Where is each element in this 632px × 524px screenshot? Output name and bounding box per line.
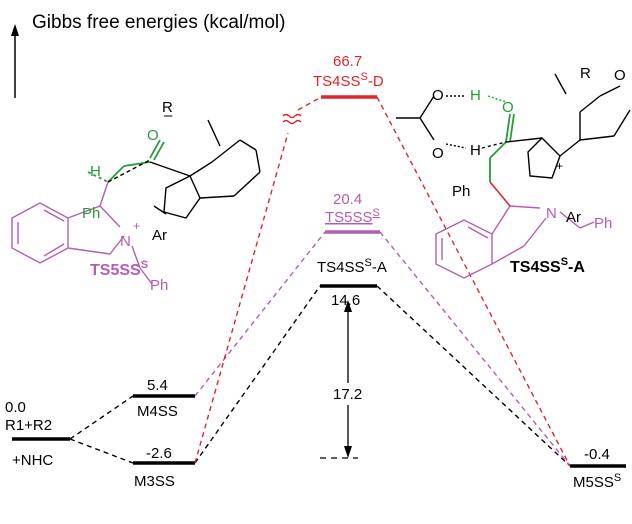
- right-atom-h2: H: [470, 142, 481, 159]
- level-m3-value: -2.6: [146, 445, 172, 462]
- left-atom-r: R: [162, 99, 173, 116]
- level-tsa-value: 14.6: [331, 292, 360, 309]
- left-atom-n-charge: +: [133, 219, 140, 233]
- right-atom-ph2: Ph: [594, 215, 612, 232]
- barrier-arrow-head-up: [344, 300, 352, 312]
- right-atom-ph: Ph: [452, 183, 470, 200]
- level-r-value: 0.0: [5, 399, 26, 416]
- left-atom-o: O: [147, 127, 159, 144]
- axis-arrow-head: [11, 24, 19, 36]
- level-m5-name: M5SSS: [573, 472, 621, 491]
- structure-left-label: TS5SSS: [90, 259, 148, 279]
- right-atom-ar: Ar: [566, 209, 581, 226]
- level-ts5-name: TS5SSS: [325, 207, 380, 226]
- left-atom-n: N: [120, 233, 131, 250]
- connector-m3-tsa: [194, 285, 321, 464]
- level-m3-name: M3SS: [134, 473, 175, 490]
- right-atom-o1: O: [432, 87, 444, 104]
- barrier-value: 17.2: [333, 386, 362, 403]
- connector-tsa-m5: [376, 285, 571, 467]
- connector-tsd-m5: [376, 96, 571, 467]
- left-atom-o-charge: –: [164, 107, 173, 124]
- left-atom-ph: Ph: [82, 205, 100, 222]
- right-atom-h1: H: [470, 87, 481, 104]
- structure-right-label: TS4SSS-A: [510, 256, 585, 276]
- barrier-arrow-head-down: [344, 446, 352, 458]
- right-atom-o2: O: [432, 145, 444, 162]
- right-atom-o-ring: O: [614, 67, 626, 84]
- level-tsa-name: TS4SSS-A: [317, 257, 387, 276]
- left-atom-ph2: Ph: [150, 277, 168, 294]
- level-ts5-value: 20.4: [333, 191, 362, 208]
- axis-break-mark: [282, 113, 302, 119]
- level-r-name-2: +NHC: [12, 452, 53, 469]
- connector-m3-tsd-upper: [297, 96, 322, 111]
- level-m5-value: -0.4: [584, 446, 610, 463]
- benzene-ring-left: [11, 202, 69, 264]
- connector-r-m3: [69, 438, 134, 464]
- structure-right: [396, 73, 631, 279]
- barrier-label-bg: [330, 383, 366, 405]
- left-atom-h: H: [90, 163, 101, 180]
- level-tsd-value: 66.7: [333, 53, 362, 70]
- connector-r-m4: [69, 395, 134, 440]
- level-m4-name: M4SS: [137, 403, 178, 420]
- level-tsd-name: TS4SSS-D: [313, 71, 384, 90]
- right-atom-o3: O: [502, 99, 514, 116]
- connector-lines: [69, 96, 571, 467]
- right-atom-r: R: [580, 65, 591, 82]
- left-atom-ar: Ar: [152, 227, 167, 244]
- level-m4-value: 5.4: [147, 377, 168, 394]
- axis-title: Gibbs free energies (kcal/mol): [32, 12, 285, 33]
- connector-m3-tsd-lower: [194, 132, 289, 464]
- benzene-ring-right: [435, 219, 493, 279]
- structure-left: [11, 119, 261, 285]
- level-r-name: R1+R2: [5, 417, 52, 434]
- connector-m4-ts5: [194, 231, 326, 397]
- right-atom-n: N: [546, 205, 557, 222]
- right-atom-n-charge: +: [556, 159, 563, 173]
- axis-break-mark: [282, 119, 302, 125]
